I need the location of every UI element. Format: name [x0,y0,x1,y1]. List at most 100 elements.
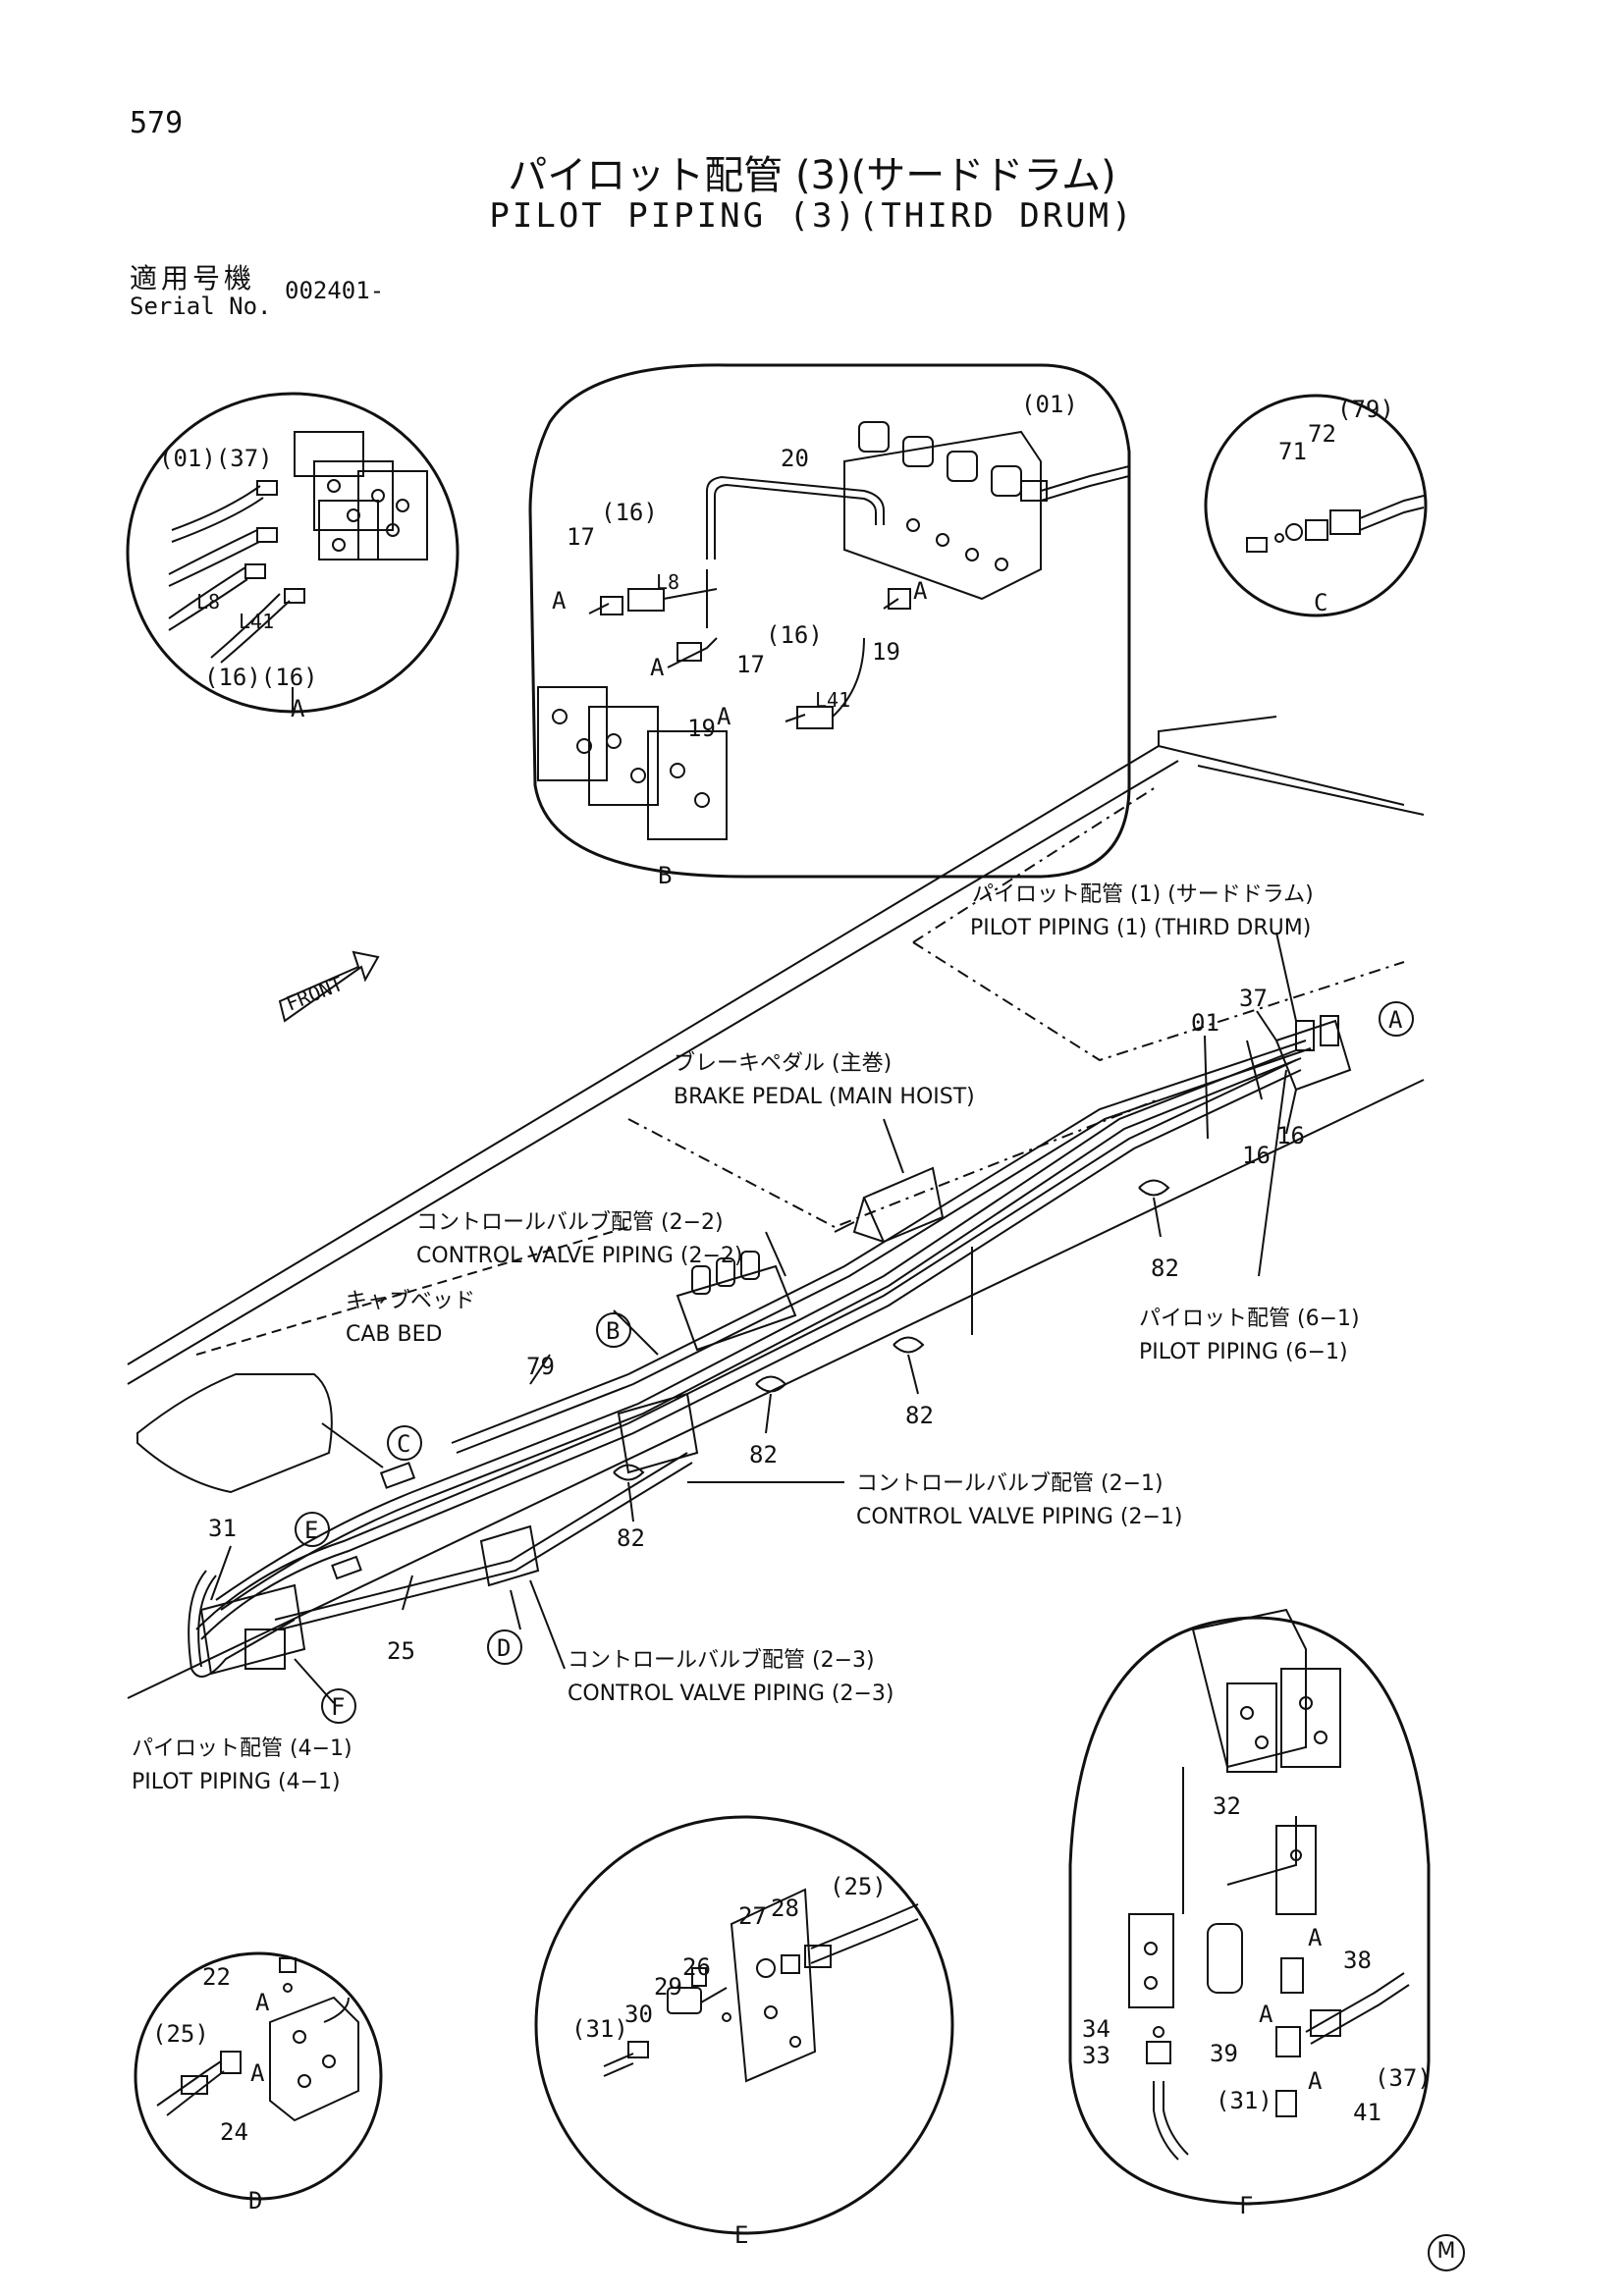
serial-number-value: 002401- [285,277,385,304]
detail-f-label-37: (37) [1375,2064,1432,2092]
note-cab-en: CAB BED [346,1322,442,1347]
detail-a-label-16-16: (16)(16) [204,664,318,691]
detail-f-callout [1068,1608,1431,2206]
detail-a-label-l8: L8 [196,590,220,614]
detail-f-letter: F [1239,2192,1253,2219]
note-cab-jp: キャブベッド [346,1289,475,1313]
label-37: 37 [1239,985,1268,1012]
detail-f-label-31: (31) [1216,2087,1272,2114]
detail-b-label-a4: A [717,703,731,730]
detail-c-label-71: 71 [1278,438,1307,465]
detail-c-callout [1204,394,1428,617]
note-cv23-jp: コントロールバルブ配管 (2−3) [568,1648,875,1673]
note-cv21-jp: コントロールバルブ配管 (2−1) [856,1471,1164,1496]
detail-c-label-72: 72 [1308,420,1336,448]
detail-e-label-30: 30 [624,2001,653,2028]
detail-f-label-32: 32 [1213,1792,1241,1820]
detail-f-label-a1: A [1308,1924,1323,1951]
note-pilot-61-en: PILOT PIPING (6−1) [1139,1340,1348,1364]
label-82c: 82 [749,1441,778,1468]
detail-b-label-a1: A [552,587,567,614]
detail-b-label-16b: (16) [766,621,823,649]
main-assembly [127,716,1425,1699]
detail-b-label-l41: L41 [815,688,850,712]
detail-d-label-a1: A [255,1989,270,2016]
detail-f-label-34: 34 [1082,2015,1110,2043]
marker-a-letter: A [1388,1006,1403,1034]
marker-e-letter: E [304,1517,318,1544]
label-16b: 16 [1276,1122,1305,1149]
detail-f-label-a3: A [1308,2067,1323,2095]
detail-b-label-l8: L8 [656,570,679,594]
note-pilot-41-jp: パイロット配管 (4−1) [132,1736,352,1761]
front-arrow-label: FRONT [283,972,347,1016]
note-pilot-1-en: PILOT PIPING (1) (THIRD DRUM) [970,916,1311,940]
label-82a: 82 [1151,1255,1179,1282]
marker-b-letter: B [606,1317,620,1345]
detail-b-label-a3: A [913,577,928,605]
serial-label-japanese: 適用号機 [130,262,256,294]
detail-d-label-a2: A [250,2059,265,2087]
detail-d-callout [134,1951,383,2201]
marker-d-letter: D [497,1634,511,1662]
detail-a-letter: A [291,695,305,722]
detail-a-callout [126,392,460,714]
detail-f-label-41: 41 [1353,2099,1381,2126]
detail-c-letter: C [1314,589,1327,616]
detail-b-label-a2: A [650,654,665,681]
detail-d-letter: D [248,2187,262,2215]
detail-b-label-16a: (16) [601,499,658,526]
detail-e-label-31: (31) [571,2015,628,2043]
label-82d: 82 [617,1524,645,1552]
detail-b-letter: B [658,862,672,889]
title-english: PILOT PIPING (3)(THIRD DRUM) [489,196,1135,236]
detail-e-label-26: 26 [682,1953,711,1981]
detail-f-label-39: 39 [1210,2040,1238,2067]
detail-b-label-17b: 17 [736,651,765,678]
detail-e-label-27: 27 [738,1902,767,1930]
note-brake-en: BRAKE PEDAL (MAIN HOIST) [674,1085,975,1109]
note-pilot-61-jp: パイロット配管 (6−1) [1139,1307,1360,1331]
detail-c-label-79: (79) [1337,396,1394,423]
detail-e-callout [534,1815,954,2235]
detail-e-label-28: 28 [771,1895,799,1922]
detail-f-label-a2: A [1259,2001,1273,2028]
detail-b-label-17a: 17 [567,523,595,551]
detail-a-label-01-37: (01)(37) [159,445,273,472]
detail-b-callout [528,363,1131,879]
detail-f-label-38: 38 [1343,1947,1372,1974]
detail-b-label-19b: 19 [872,638,900,666]
label-16a: 16 [1242,1142,1271,1169]
detail-d-label-24: 24 [220,2118,248,2146]
leader-lines [210,932,1297,1704]
detail-d-label-22: 22 [202,1963,231,1991]
note-cv22-jp: コントロールバルブ配管 (2−2) [416,1210,724,1235]
note-cv23-en: CONTROL VALVE PIPING (2−3) [568,1682,894,1706]
detail-a-label-l41: L41 [239,610,274,633]
note-cv21-en: CONTROL VALVE PIPING (2−1) [856,1505,1183,1529]
detail-b-label-01: (01) [1021,391,1078,418]
label-79: 79 [526,1353,555,1380]
detail-b-label-20: 20 [781,445,809,472]
note-cv22-en: CONTROL VALVE PIPING (2−2) [416,1244,743,1268]
label-31: 31 [208,1515,237,1542]
title-japanese: パイロット配管 (3)(サードドラム) [508,153,1116,198]
detail-d-label-25: (25) [152,2020,209,2048]
detail-markers [295,1001,1414,1724]
detail-e-label-29: 29 [654,1973,682,2001]
marker-f-letter: F [331,1693,345,1721]
label-82b: 82 [905,1402,934,1429]
detail-e-letter: E [734,2221,748,2249]
note-pilot-1-jp: パイロット配管 (1) (サードドラム) [972,882,1314,907]
detail-e-label-25: (25) [830,1873,887,1900]
page-number: 579 [130,106,184,140]
serial-label-english: Serial No. [130,293,272,320]
marker-c-letter: C [397,1430,410,1458]
note-brake-jp: ブレーキペダル (主巻) [674,1051,892,1076]
detail-f-label-33: 33 [1082,2042,1110,2069]
label-01: 01 [1191,1009,1219,1037]
detail-b-label-19a: 19 [687,715,716,742]
label-25: 25 [387,1637,415,1665]
m-mark-logo: M [1428,2234,1465,2271]
